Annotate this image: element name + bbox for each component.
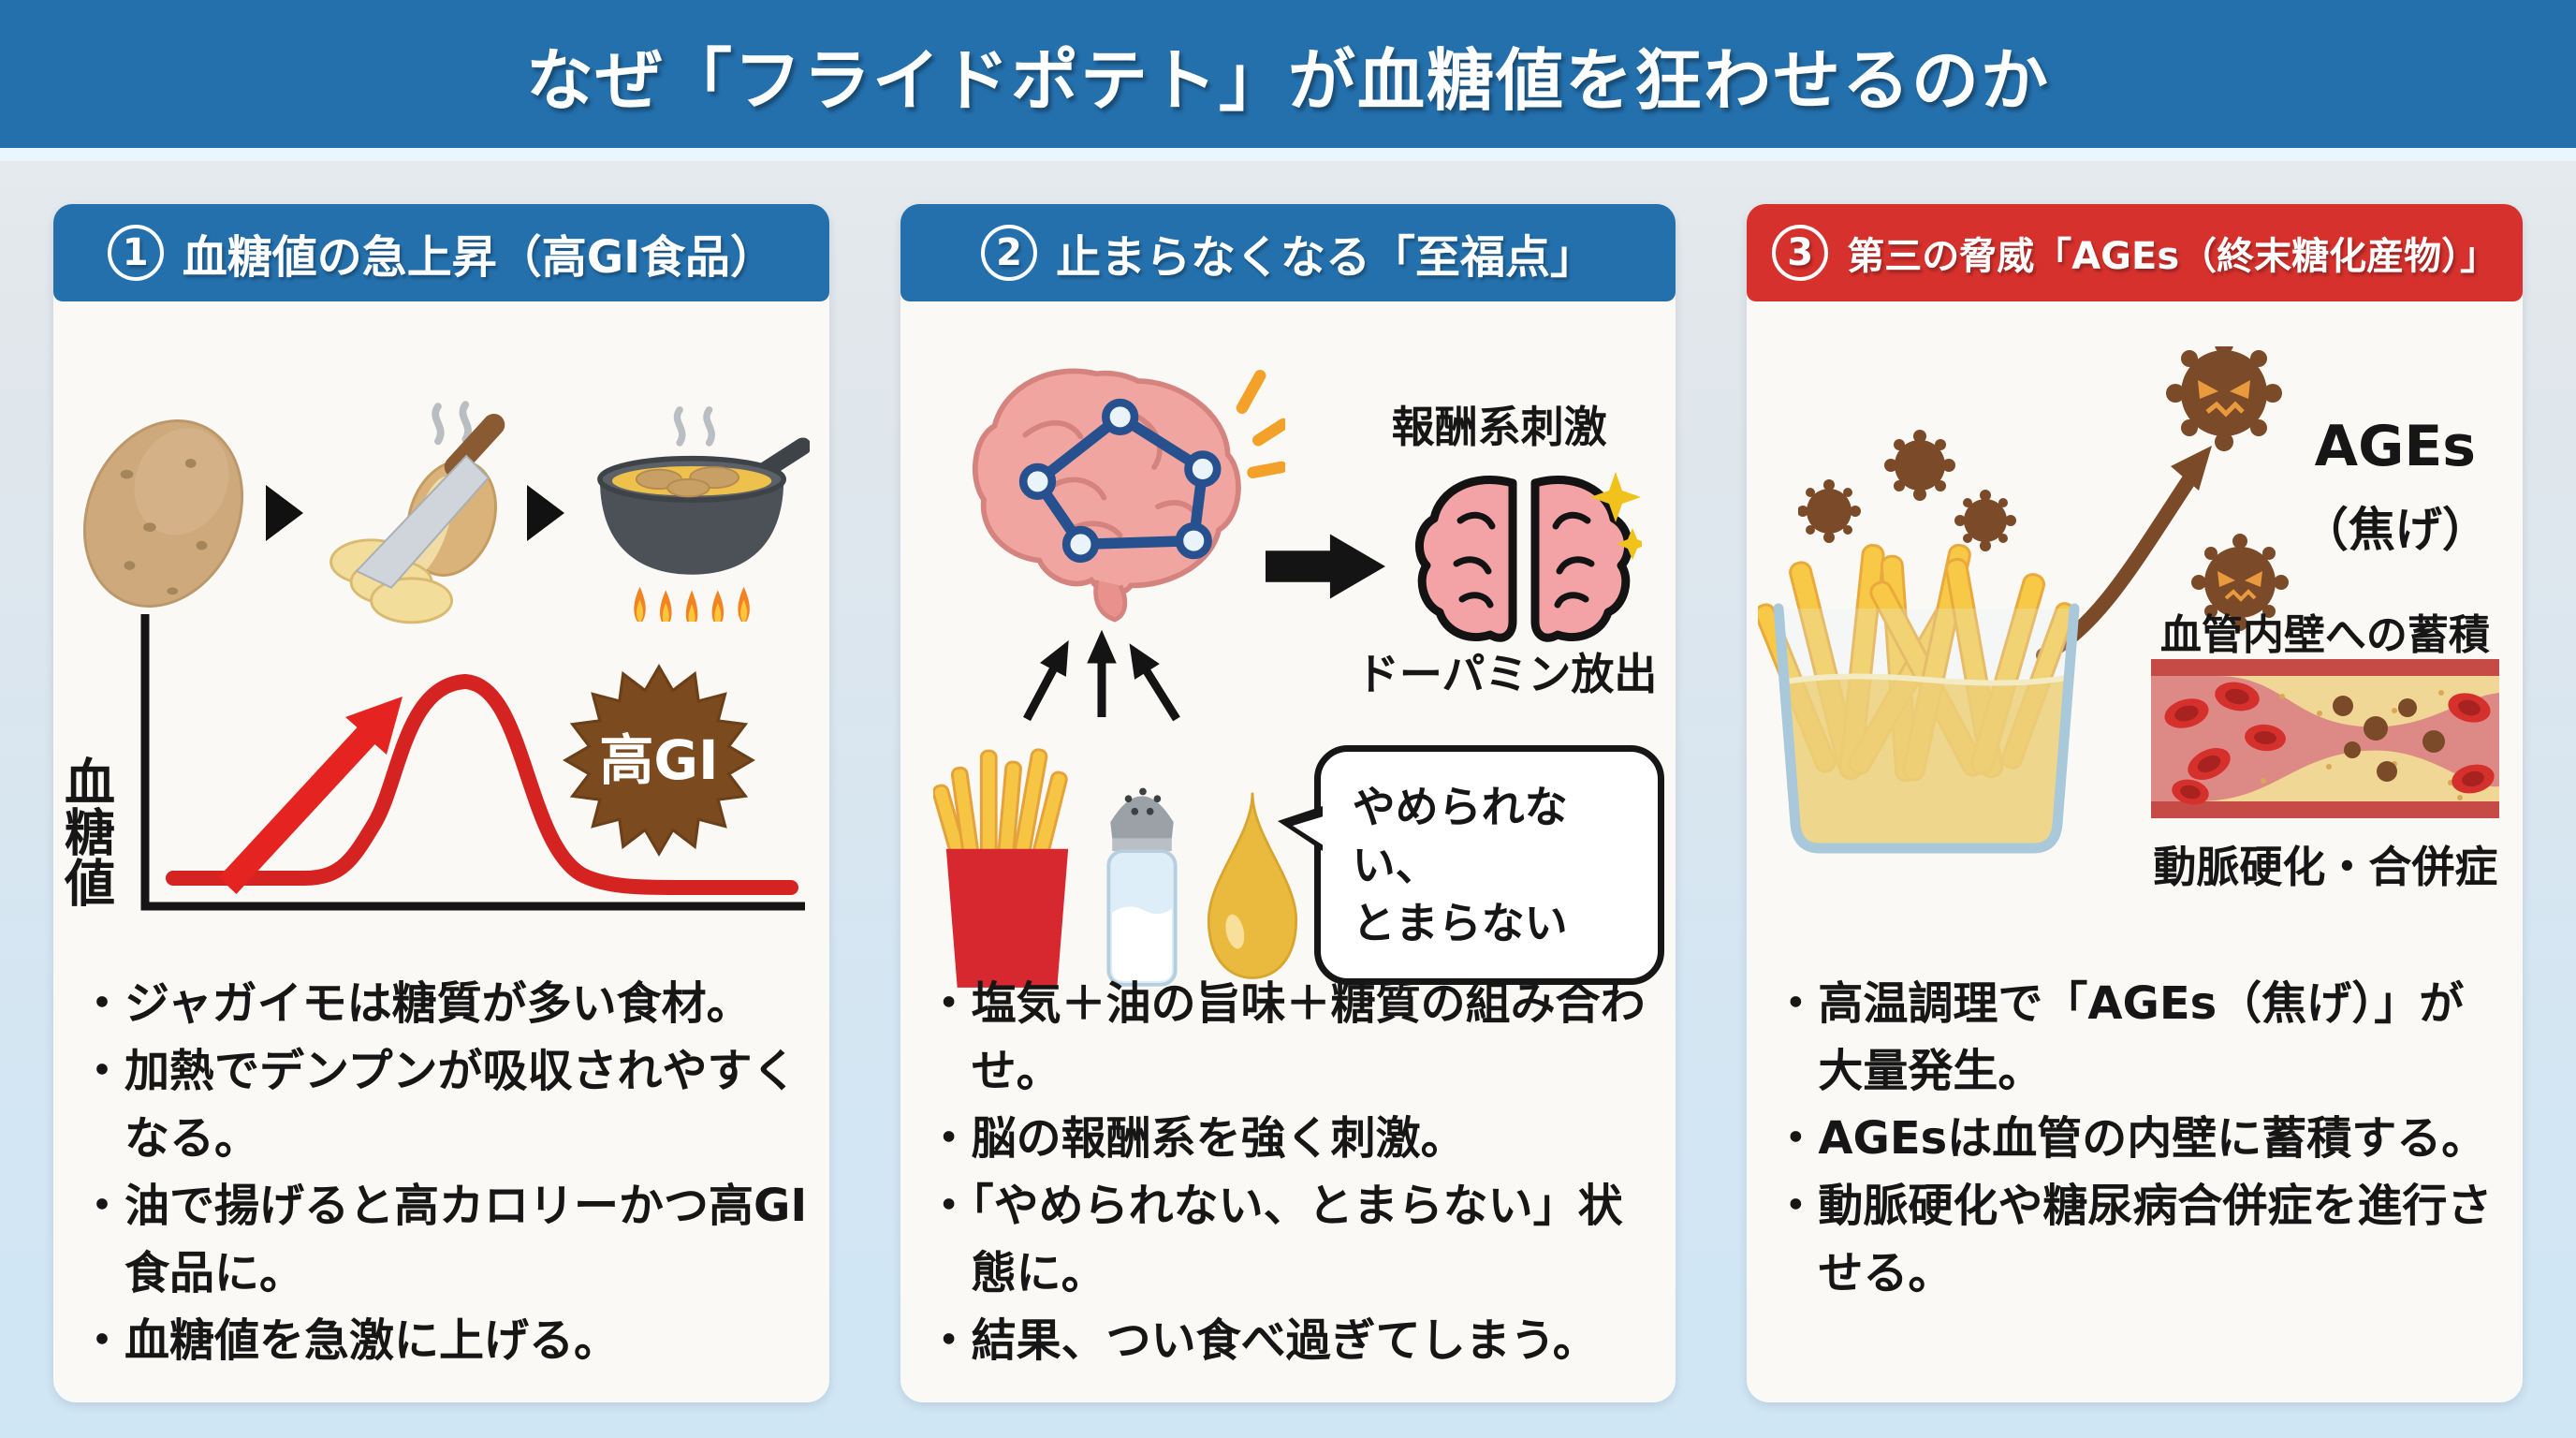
cards-row: 1 血糖値の急上昇（高GI食品） bbox=[0, 204, 2576, 1402]
fries-icon bbox=[932, 748, 1068, 988]
bullet-item: ・油で揚げると高カロリーかつ高GI食品に。 bbox=[80, 1180, 808, 1299]
bullet-item: ・動脈硬化や糖尿病合併症を進行させる。 bbox=[1773, 1180, 2493, 1299]
sparkle-icon bbox=[1589, 472, 1642, 560]
blood-vessel-icon bbox=[2151, 659, 2500, 818]
bullet-item: ・「やめられない、とまらない」状態に。 bbox=[926, 1180, 1623, 1299]
ages-particles-icon bbox=[1798, 346, 2290, 663]
red-blood-cells bbox=[2164, 682, 2496, 805]
step-number-badge: 2 bbox=[981, 225, 1037, 281]
salt-shaker-icon bbox=[1106, 787, 1178, 987]
bullet-item: ・加熱でデンプンが吸収されやすくなる。 bbox=[80, 1045, 798, 1165]
brain-network-icon bbox=[972, 368, 1285, 623]
card-header-label: 血糖値の急上昇（高GI食品） bbox=[182, 231, 775, 284]
bullet-item: ・塩気＋油の旨味＋糖質の組み合わせ。 bbox=[926, 977, 1646, 1097]
speech-bubble: やめられない、 とまらない bbox=[1277, 745, 1664, 986]
bullet-item: ・ジャガイモは糖質が多い食材。 bbox=[80, 977, 752, 1030]
card-header-label: 止まらなくなる「至福点」 bbox=[1056, 231, 1596, 284]
oil-drop-icon bbox=[1207, 792, 1297, 979]
bullet-list: ・塩気＋油の旨味＋糖質の組み合わせ。 ・脳の報酬系を強く刺激。 ・「やめられない… bbox=[927, 970, 1660, 1374]
page-title: なぜ「フライドポテト」が血糖値を狂わせるのか bbox=[525, 40, 2050, 120]
title-bar: なぜ「フライドポテト」が血糖値を狂わせるのか bbox=[0, 0, 2576, 148]
ages-label: AGEs bbox=[2314, 414, 2477, 479]
infographic: なぜ「フライドポテト」が血糖値を狂わせるのか 1 血糖値の急上昇（高GI食品） bbox=[0, 0, 2576, 1402]
vessel-accumulation-label: 血管内壁への蓄積 bbox=[2159, 611, 2490, 659]
rising-arrow-icon bbox=[218, 697, 402, 894]
card-header-label: 第三の脅威「AGEs（終末糖化産物）」 bbox=[1847, 235, 2498, 278]
card-ages-threat: 3 第三の脅威「AGEs（終末糖化産物）」 bbox=[1747, 204, 2524, 1402]
card-blood-sugar-spike: 1 血糖値の急上昇（高GI食品） bbox=[53, 204, 829, 1402]
ages-deposits bbox=[2333, 696, 2446, 782]
bullet-list: ・ジャガイモは糖質が多い食材。 ・加熱でデンプンが吸収されやすくなる。 ・油で揚… bbox=[80, 970, 812, 1374]
bullet-item: ・結果、つい食べ過ぎてしまう。 bbox=[926, 1314, 1598, 1367]
ages-label-sub: （焦げ） bbox=[2301, 503, 2489, 557]
blood-sugar-graph: 高GI bbox=[140, 614, 805, 911]
step-arrow-icon bbox=[527, 485, 565, 541]
arteriosclerosis-label: 動脈硬化・合併症 bbox=[2153, 842, 2498, 892]
knife-cutting-icon bbox=[329, 400, 505, 624]
step-number-badge: 1 bbox=[107, 225, 164, 281]
bullet-list: ・高温調理で「AGEs（焦げ）」が大量発生。 ・AGEsは血管の内壁に蓄積する。… bbox=[1773, 970, 2506, 1307]
glucose-curve bbox=[166, 673, 798, 895]
fries-cup-icon bbox=[1758, 543, 2080, 854]
reward-system-label: 報酬系刺激 bbox=[1391, 402, 1607, 452]
step-arrow-icon bbox=[266, 485, 304, 541]
frying-pan-icon bbox=[597, 406, 811, 622]
stimulus-arrows-icon bbox=[1022, 629, 1180, 722]
speech-bubble-line: やめられない、 bbox=[1352, 782, 1568, 891]
card-bliss-point: 2 止まらなくなる「至福点」 報酬系刺激 bbox=[900, 204, 1676, 1402]
bullet-item: ・血糖値を急激に上げる。 bbox=[80, 1314, 620, 1367]
bullet-item: ・高温調理で「AGEs（焦げ）」が大量発生。 bbox=[1773, 977, 2465, 1097]
potato-icon bbox=[83, 418, 244, 608]
speech-bubble-line: とまらない bbox=[1352, 898, 1568, 949]
cooking-process-row bbox=[53, 335, 829, 691]
high-gi-badge: 高GI bbox=[563, 664, 755, 857]
card-header: 3 第三の脅威「AGEs（終末糖化産物）」 bbox=[1747, 204, 2524, 301]
dopamine-label: ドーパミン放出 bbox=[1355, 649, 1658, 699]
title-divider bbox=[0, 148, 2576, 161]
reward-brain-icon bbox=[1414, 472, 1642, 642]
card-header: 1 血糖値の急上昇（高GI食品） bbox=[53, 204, 829, 301]
card-header: 2 止まらなくなる「至福点」 bbox=[900, 204, 1676, 301]
bullet-item: ・脳の報酬系を強く刺激。 bbox=[926, 1112, 1466, 1165]
y-axis-label: 血糖値 bbox=[55, 756, 115, 907]
spark-icon bbox=[1236, 370, 1285, 478]
flame-icon bbox=[634, 586, 751, 622]
high-gi-badge-label: 高GI bbox=[599, 728, 718, 792]
arrow-right-icon bbox=[1265, 534, 1385, 599]
ages-monster-icon bbox=[2166, 346, 2290, 631]
step-number-badge: 3 bbox=[1772, 225, 1829, 281]
bullet-item: ・AGEsは血管の内壁に蓄積する。 bbox=[1773, 1112, 2487, 1165]
